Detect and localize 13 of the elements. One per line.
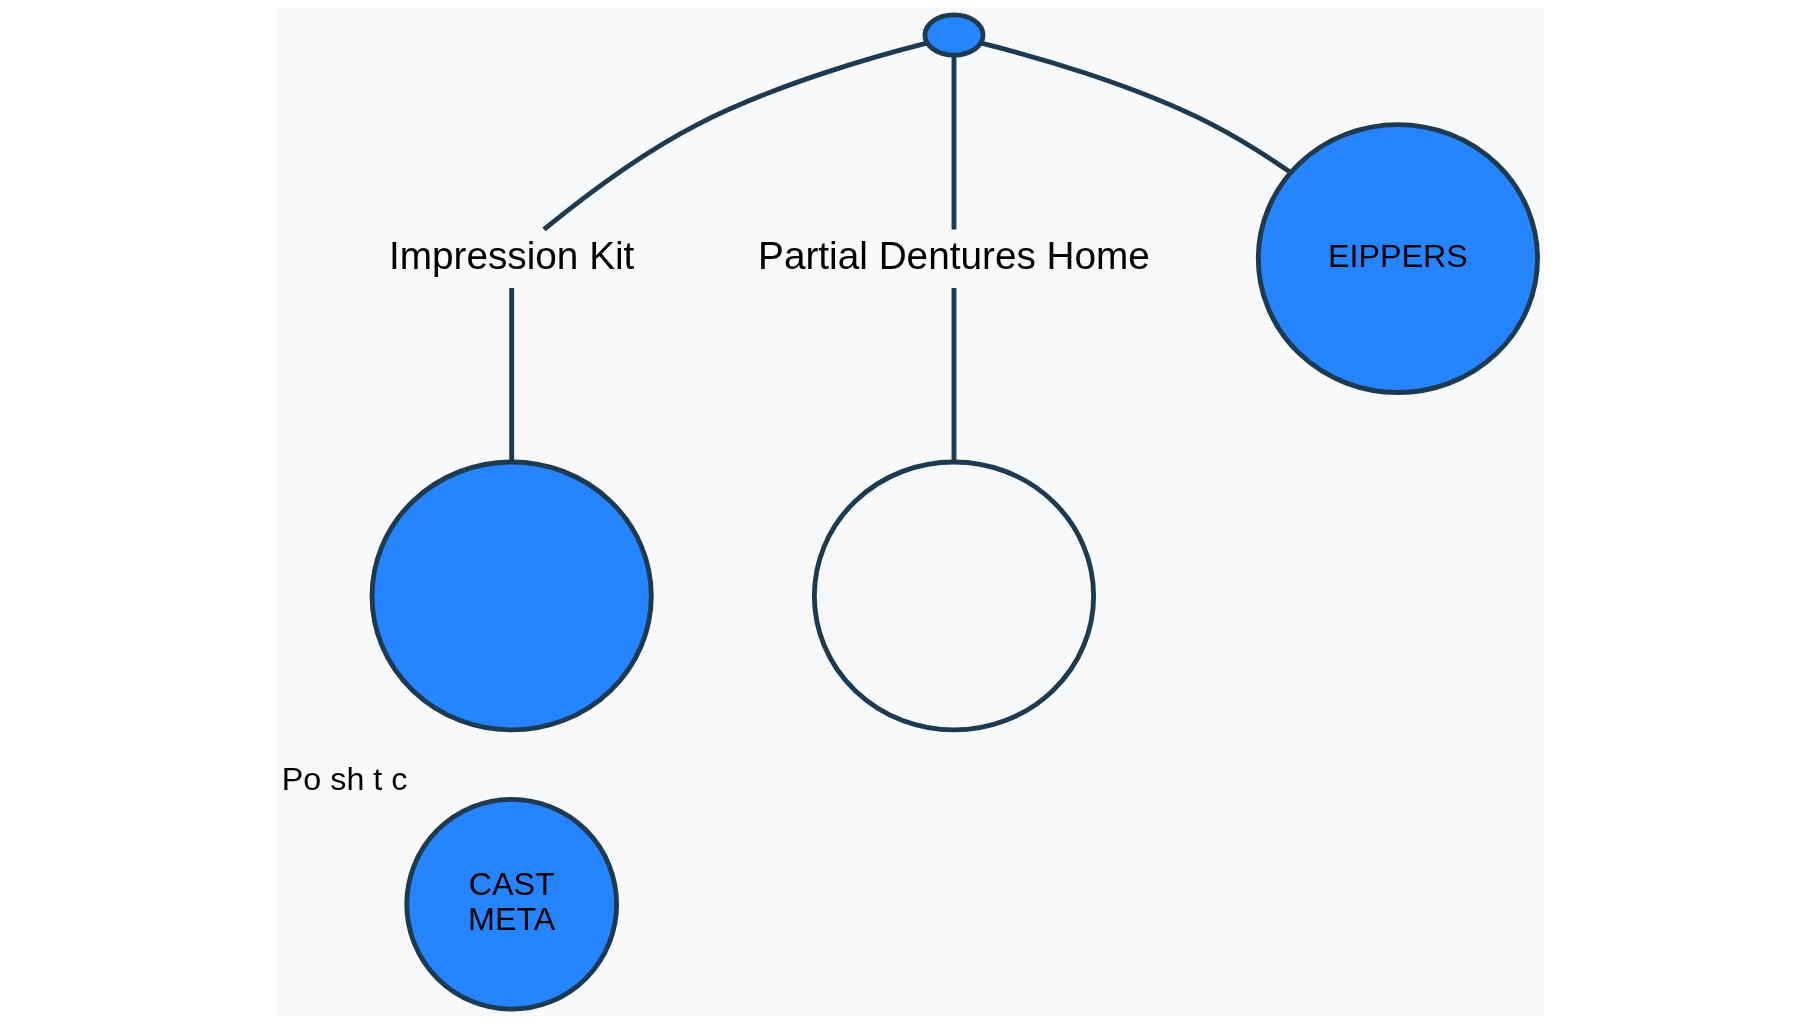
node-circle [811,459,1097,733]
connector [542,40,928,232]
connector [980,40,1292,175]
node-circle [369,459,654,733]
node-circle [922,12,986,58]
connector [951,55,957,230]
connector [951,288,957,462]
node-circle: EIPPERS [1255,122,1540,395]
node-label: Po sh t c [281,760,408,797]
node-circle: CAST META [404,796,620,1012]
node-text: Impression Kit [388,233,635,277]
node-text: Partial Dentures Home [758,233,1150,277]
connector [509,288,515,462]
